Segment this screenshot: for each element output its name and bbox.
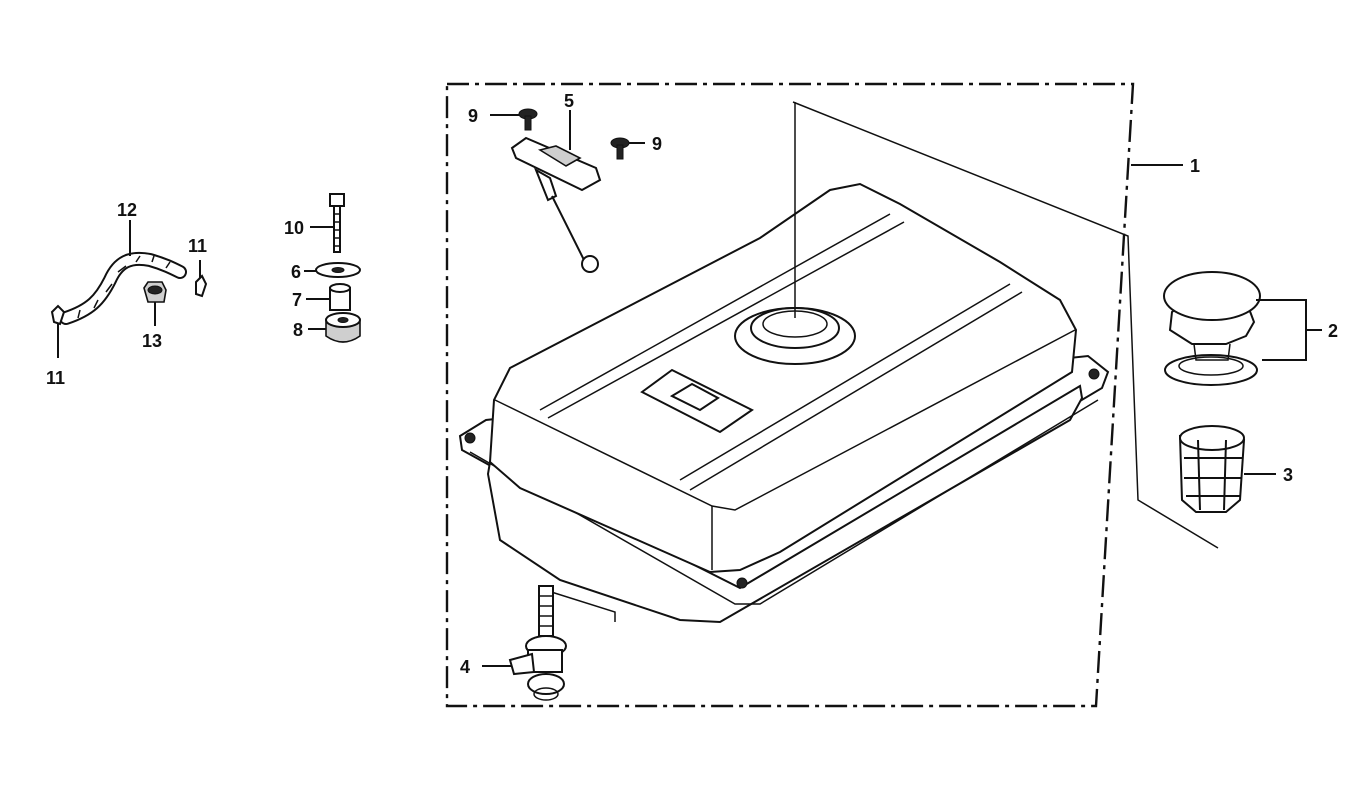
screw-9-left: [518, 108, 538, 131]
callout-10: 10: [284, 218, 304, 238]
callout-2: 2: [1328, 321, 1338, 341]
callout-8: 8: [293, 320, 303, 340]
mounting-bolt: [329, 193, 345, 253]
callout-6: 6: [291, 262, 301, 282]
callout-4: 4: [460, 657, 470, 677]
callout-7: 7: [292, 290, 302, 310]
callout-9-right: 9: [652, 134, 662, 154]
callout-11-left: 11: [46, 368, 65, 388]
callout-1: 1: [1190, 156, 1200, 176]
hose-clip-right: [195, 274, 208, 298]
washer: [315, 262, 361, 278]
fuel-cap: [1163, 271, 1261, 386]
leader-2: [1256, 299, 1322, 361]
rubber-mount: [325, 312, 361, 343]
fuel-strainer: [1178, 425, 1246, 513]
fuel-hose: [59, 251, 187, 325]
callout-12: 12: [117, 200, 137, 220]
hose-clip-left: [50, 304, 66, 326]
fuel-gauge: [510, 136, 602, 273]
screw-9-right: [610, 137, 630, 160]
callout-13: 13: [142, 331, 162, 351]
fuel-cock: [508, 585, 616, 701]
fuel-tank: [458, 182, 1110, 624]
callout-5: 5: [564, 91, 574, 111]
callout-9-left: 9: [468, 106, 478, 126]
callout-3: 3: [1283, 465, 1293, 485]
collar: [329, 283, 351, 311]
insulator: [143, 281, 167, 303]
callout-11-right: 11: [188, 236, 207, 256]
projection-lines: [792, 101, 1219, 549]
assembly-boundary: [445, 82, 1135, 708]
